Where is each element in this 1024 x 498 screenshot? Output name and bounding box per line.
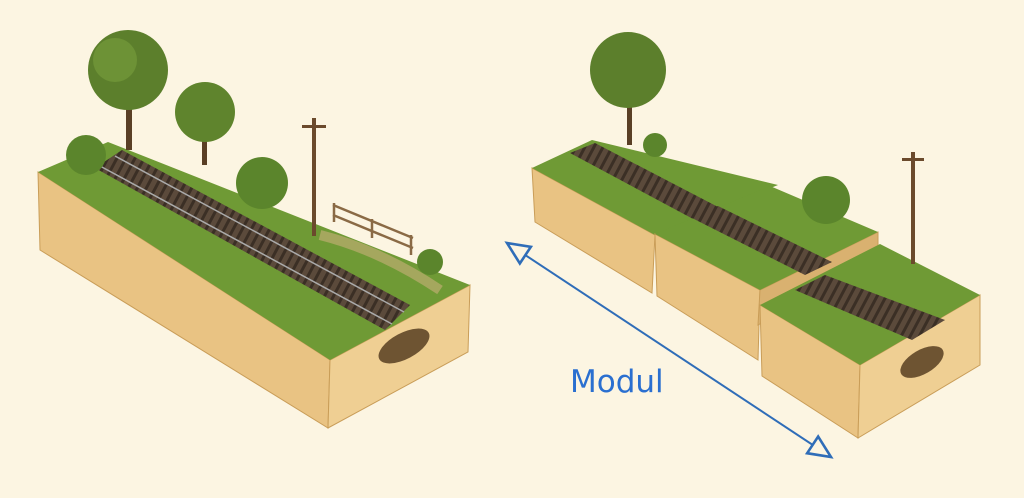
module-segment-1 <box>531 32 778 294</box>
bush-icon <box>236 157 288 209</box>
tunnel-opening <box>378 328 430 364</box>
tree-icon <box>88 30 168 150</box>
tree-icon <box>590 32 666 108</box>
tree-icon <box>175 82 235 165</box>
module-segment-3 <box>759 152 981 439</box>
telegraph-pole-icon <box>902 152 924 264</box>
module-label: Modul <box>570 364 664 400</box>
bush-icon <box>643 133 667 157</box>
telegraph-pole-icon <box>302 118 326 236</box>
module-length-arrow <box>504 241 834 459</box>
bush-icon <box>802 176 850 224</box>
railway-track <box>95 150 410 330</box>
fence-icon <box>332 203 414 255</box>
railway-track <box>570 143 720 220</box>
single-module <box>37 30 471 429</box>
bush-icon <box>66 135 106 175</box>
bush-icon <box>417 249 443 275</box>
tunnel-opening <box>900 346 944 378</box>
